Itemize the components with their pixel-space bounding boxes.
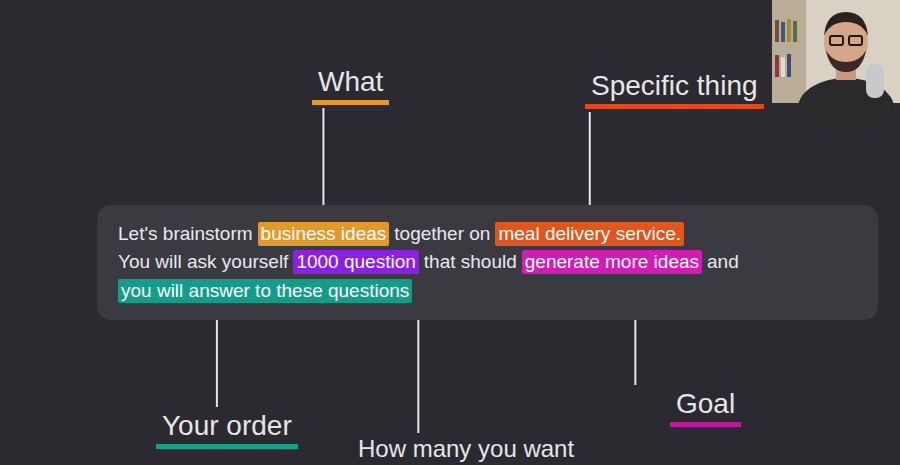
book [775,20,779,42]
prompt-text: together on [394,222,490,246]
microphone [866,64,884,98]
annotation-label: What [312,66,389,105]
highlight-span: you will answer to these questions [118,279,412,303]
leader-line [216,306,218,407]
webcam-thumbnail [772,0,900,138]
highlight-text: meal delivery service. [498,223,681,244]
book [781,57,785,77]
glasses [830,36,843,45]
glasses [849,36,862,45]
annotation-label: How many you want [352,436,580,464]
person-beard [826,50,866,72]
highlight-span: generate more ideas [522,250,702,274]
prompt-text: Let's brainstorm [118,222,253,246]
highlight-text: you will answer to these questions [121,280,409,301]
highlight-text: business ideas [261,223,387,244]
annotation-label: Your order [156,410,298,449]
leader-line [322,108,324,219]
bookshelf [772,0,806,103]
book [793,21,797,42]
book [787,19,791,42]
book [775,55,779,77]
prompt-text: that should [424,250,517,274]
highlight-text: generate more ideas [525,251,699,272]
prompt-text: and [707,250,739,274]
highlight-span: 1000 question [293,250,418,274]
leader-line [589,112,591,219]
person-hair [824,12,868,36]
highlight-span: meal delivery service. [495,222,684,246]
prompt-box: Let's brainstorm together on You will ask … [97,205,878,320]
book [787,54,791,77]
prompt-text: You will ask yourself [118,250,288,274]
annotation-label: Specific thing [585,70,764,109]
book [781,22,785,42]
highlight-text: 1000 question [296,251,415,272]
annotation-label: Goal [670,388,741,427]
highlight-span: business ideas [258,222,390,246]
